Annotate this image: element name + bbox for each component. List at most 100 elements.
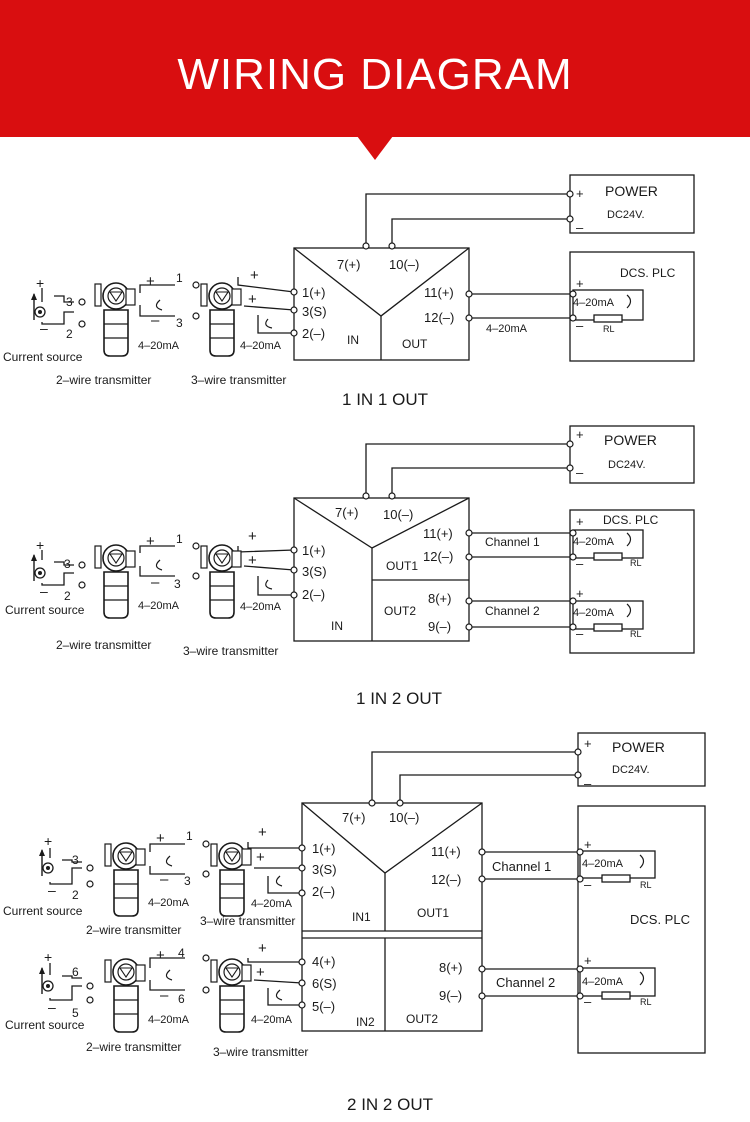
- src-plus: +: [44, 949, 52, 965]
- dc24v-label: DC24V.: [612, 764, 650, 776]
- tx2-n1: 1: [186, 829, 193, 843]
- section-1-terminals: [78, 190, 577, 337]
- current-source-icon: [30, 292, 46, 321]
- tx2-plus: +: [156, 947, 165, 964]
- rl-label-1: RL: [630, 558, 642, 568]
- current-source-icon: [38, 966, 54, 995]
- power-minus: –: [576, 465, 584, 480]
- label-out1: OUT1: [386, 559, 418, 573]
- tx2-signal: 4–20mA: [148, 897, 190, 909]
- src-n5: 5: [72, 1006, 79, 1020]
- src-minus: –: [48, 999, 56, 1015]
- terminal-8: 8(+): [428, 591, 451, 606]
- page-title: WIRING DIAGRAM: [177, 50, 573, 99]
- dcs-plc-label: DCS. PLC: [620, 266, 676, 280]
- terminal-2: 2(–): [312, 884, 335, 899]
- src-n3: 3: [72, 853, 79, 867]
- src-plus: +: [36, 275, 44, 291]
- terminal-7: 7(+): [342, 810, 365, 825]
- tx2-plus: +: [146, 533, 155, 550]
- power-minus: –: [576, 220, 584, 235]
- tx3-signal: 4–20mA: [240, 601, 282, 613]
- header-banner: WIRING DIAGRAM: [0, 0, 750, 137]
- tx3-signal: 4–20mA: [251, 1014, 293, 1026]
- plc-minus: –: [576, 318, 584, 333]
- tx3-plus: +: [248, 552, 257, 569]
- src-n3: 3: [66, 295, 73, 309]
- channel-2-label: Channel 2: [485, 604, 540, 618]
- tx2-n6: 6: [178, 992, 185, 1006]
- section-caption-2: 1 IN 2 OUT: [356, 689, 442, 708]
- current-source-label: Current source: [3, 350, 83, 364]
- plc1-signal: 4–20mA: [582, 858, 624, 870]
- label-in1: IN1: [352, 910, 371, 924]
- header-notch: [357, 136, 393, 160]
- tx2-signal: 4–20mA: [148, 1014, 190, 1026]
- dc24v-label: DC24V.: [608, 459, 646, 471]
- power-plus: +: [576, 427, 584, 442]
- src-plus: +: [36, 537, 44, 553]
- src-minus: –: [40, 583, 48, 599]
- terminal-3: 3(S): [312, 862, 337, 877]
- tx2-plus: +: [156, 830, 165, 847]
- src-n2: 2: [66, 327, 73, 341]
- tx2-n3: 3: [176, 316, 183, 330]
- three-wire-transmitter-icon: [210, 958, 252, 1033]
- channel-2-label: Channel 2: [496, 975, 555, 990]
- section-caption-3: 2 IN 2 OUT: [347, 1095, 433, 1114]
- tx3-plus-top: +: [258, 940, 267, 957]
- three-wire-transmitter-icon: [200, 282, 242, 357]
- plc2-signal: 4–20mA: [582, 976, 624, 988]
- dcs-plc-label: DCS. PLC: [603, 513, 659, 527]
- src-n2: 2: [72, 888, 79, 902]
- terminal-2: 2(–): [302, 326, 325, 341]
- src-minus: –: [40, 320, 48, 336]
- src-n2: 2: [64, 589, 71, 603]
- rl-label: RL: [603, 324, 615, 334]
- label-out2: OUT2: [406, 1012, 438, 1026]
- three-wire-transmitter-icon: [210, 842, 252, 917]
- terminal-11: 11(+): [423, 526, 453, 541]
- section-3-terminals: [86, 748, 584, 1009]
- tx2-signal: 4–20mA: [138, 600, 180, 612]
- tx2-minus: –: [151, 312, 160, 329]
- src-plus: +: [44, 833, 52, 849]
- dcs-plc-label: DCS. PLC: [630, 912, 690, 927]
- terminal-2: 2(–): [302, 587, 325, 602]
- section-1in1out: [41, 174, 695, 362]
- tx2-n3: 3: [174, 577, 181, 591]
- terminal-1: 1(+): [302, 285, 325, 300]
- terminal-9: 9(–): [439, 988, 462, 1003]
- dc24v-label: DC24V.: [607, 209, 645, 221]
- plc1-plus: +: [576, 514, 584, 529]
- two-wire-transmitter-icon: [94, 544, 136, 619]
- tx2-n3: 3: [184, 874, 191, 888]
- three-wire-transmitter-icon: [200, 544, 242, 619]
- power-label: POWER: [604, 432, 657, 448]
- terminal-10: 10(–): [383, 507, 413, 522]
- two-wire-label: 2–wire transmitter: [56, 638, 151, 652]
- two-wire-transmitter-icon: [94, 282, 136, 357]
- current-source-label: Current source: [3, 904, 83, 918]
- power-label: POWER: [605, 183, 658, 199]
- section-2-terminals: [78, 440, 577, 631]
- terminal-10: 10(–): [389, 810, 419, 825]
- tx3-signal: 4–20mA: [240, 340, 282, 352]
- src-n3: 3: [64, 557, 71, 571]
- plc2-minus: –: [584, 994, 592, 1009]
- terminal-3: 3(S): [302, 304, 327, 319]
- terminal-8: 8(+): [439, 960, 462, 975]
- terminal-7: 7(+): [335, 505, 358, 520]
- two-wire-label: 2–wire transmitter: [56, 373, 151, 387]
- three-wire-label: 3–wire transmitter: [213, 1045, 308, 1059]
- power-minus: –: [584, 776, 592, 791]
- power-plus: +: [584, 736, 592, 751]
- plc2-plus: +: [584, 953, 592, 968]
- plc2-plus: +: [576, 586, 584, 601]
- section-1in2out: [41, 425, 695, 654]
- power-label: POWER: [612, 739, 665, 755]
- tx3-plus: +: [248, 291, 257, 308]
- tx2-signal: 4–20mA: [138, 340, 180, 352]
- plc-signal: 4–20mA: [573, 297, 615, 309]
- two-wire-label: 2–wire transmitter: [86, 923, 181, 937]
